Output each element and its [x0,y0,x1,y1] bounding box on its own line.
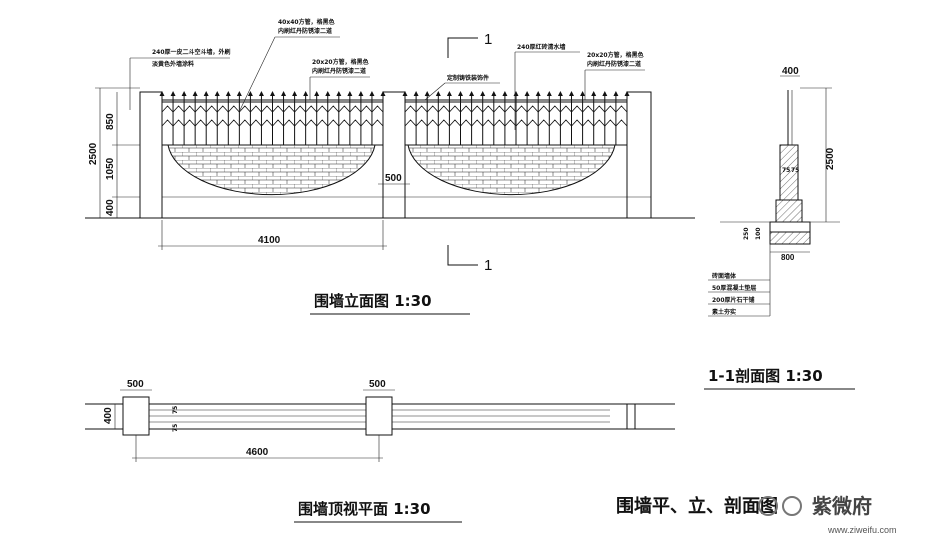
plan-pier-right [626,403,636,430]
svg-text:75: 75 [172,424,179,432]
dim-section-top: 400 [782,66,799,77]
section-mark-top [447,37,478,58]
svg-text:75: 75 [172,406,179,414]
railing-right [402,91,630,145]
layer-3: 200厚片石干铺 [712,296,755,304]
dim-plan-pier-left: 500 [127,379,144,390]
svg-text:100: 100 [755,227,762,240]
note-square-tube-20a: 20x20方管，格黑色 [312,58,369,66]
dim-plan-span: 4600 [246,447,269,458]
dim-total-height: 2500 [88,142,99,165]
elevation-title: 围墙立面图 1:30 [314,292,432,310]
dim-base-height: 400 [105,199,116,216]
svg-text:1: 1 [484,31,492,48]
dim-panel-width: 4100 [258,235,281,246]
railing-left [159,91,386,145]
section-footing [775,199,803,223]
layer-1: 砖面墙体 [712,272,737,280]
svg-text:75: 75 [782,167,790,174]
watermark-text: 紫微府 [812,494,872,518]
plan-wall-lines [149,403,675,430]
layer-4: 素土夯实 [711,308,736,316]
note-square-tube-20b: 20x20方管，格黑色 [587,51,644,59]
plan-pier-left [122,396,150,436]
elevation-view: 2500 850 1050 400 4100 500 1 1 240厚一皮二斗空… [85,18,695,315]
plan-pier-middle [365,396,393,436]
svg-text:内刷红丹防锈漆二道: 内刷红丹防锈漆二道 [312,67,366,75]
dim-plan-depth: 400 [103,407,114,424]
note-square-tube-40: 40x40方管，格黑色 [278,18,335,26]
pier-right [626,91,652,219]
note-brick-wall: 240厚红砖清水墙 [517,43,566,51]
layer-2: 50厚混凝土垫层 [712,284,756,292]
dim-plan-pier-middle: 500 [369,379,386,390]
dim-section-base: 800 [781,253,795,262]
section-title: 1-1剖面图 1:30 [708,367,823,385]
section-view: 400 75 75 2500 250 100 800 砖面墙体 50厚混凝土垫层… [704,66,855,390]
note-hollow-wall: 240厚一皮二斗空斗墙，外刷 [152,48,231,56]
pier-middle [382,91,406,219]
dim-section-height: 2500 [825,147,836,170]
svg-text:淡黄色外墙涂料: 淡黄色外墙涂料 [152,60,194,68]
dim-mid-height: 1050 [105,157,116,180]
watermark: 紫微府 www.ziweifu.com [758,494,897,535]
section-mark-bottom [447,245,478,266]
section-foundation [769,221,811,233]
plan-title: 围墙顶视平面 1:30 [298,500,431,518]
svg-text:内刷红丹防锈漆二道: 内刷红丹防锈漆二道 [278,27,332,35]
dim-pier-width: 500 [385,173,402,184]
svg-text:内刷红丹防锈漆二道: 内刷红丹防锈漆二道 [587,60,641,68]
plan-view: 75 75 500 500 400 4600 围墙顶视平面 1:30 [85,379,675,523]
svg-text:250: 250 [743,227,750,240]
svg-text:75: 75 [791,167,799,174]
drawing-caption: 围墙平、立、剖面图 [616,495,778,517]
pier-left [139,91,163,219]
note-cast-iron: 定制铸铁装饰件 [446,74,489,82]
svg-text:1: 1 [484,257,492,274]
dim-upper-height: 850 [105,113,116,130]
watermark-url: www.ziweifu.com [827,525,897,535]
wechat-icon [758,496,778,516]
